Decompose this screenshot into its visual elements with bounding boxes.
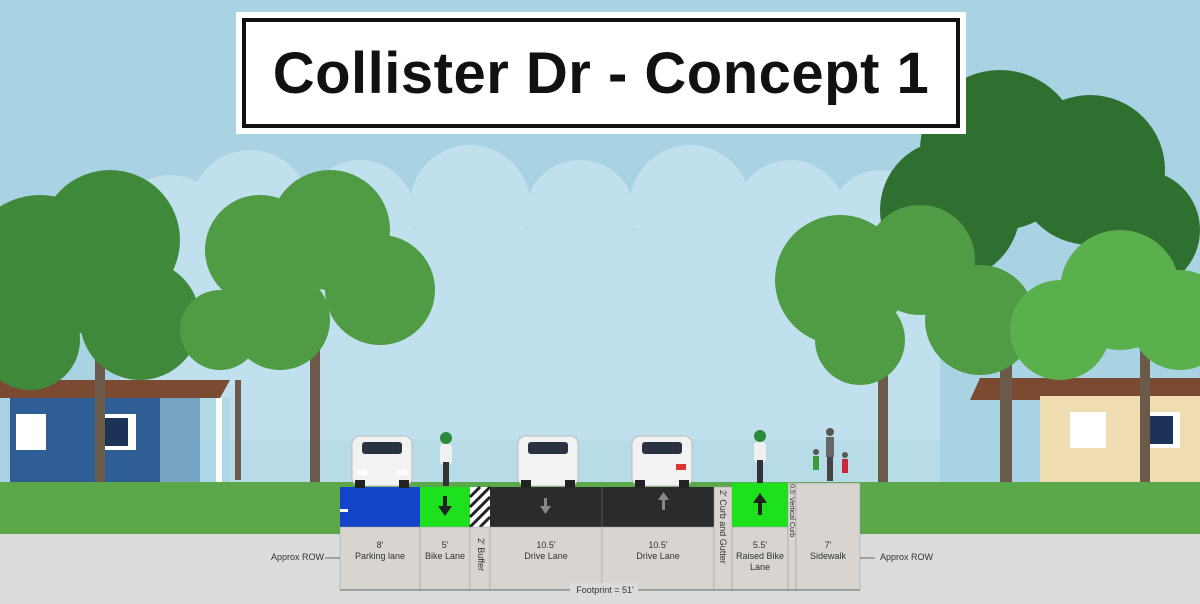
up-arrow-icon — [658, 492, 669, 510]
down-arrow-icon — [540, 498, 551, 514]
trees — [0, 70, 1200, 485]
car-icon — [631, 435, 693, 488]
cyclist-icon — [440, 432, 452, 486]
pedestrian-icon — [813, 428, 848, 481]
segment-label-curb-gutter: 2' Curb and Gutter — [718, 490, 728, 564]
car-icon — [517, 435, 579, 488]
segment-label-vertical-curb: 0.5' Vertical Curb — [788, 484, 795, 538]
diagram-title: Collister Dr - Concept 1 — [272, 40, 930, 106]
segment-drive-lane-2 — [602, 487, 714, 527]
segment-parking-lane — [340, 487, 420, 527]
row-label-right: Approx ROW — [880, 552, 934, 562]
segment-sidewalk — [795, 482, 861, 591]
car-icon — [351, 435, 413, 488]
segment-label-buffer: 2' Buffer — [476, 538, 486, 572]
up-arrow-icon — [753, 493, 767, 515]
segment-label-drive-lane-1: 10.5'Drive Lane — [524, 540, 568, 561]
segment-label-parking-lane: 8'Parking lane — [354, 540, 406, 561]
cyclist-icon — [754, 430, 766, 483]
footprint-label: Footprint = 51' — [576, 585, 634, 595]
segment-label-sidewalk: 7'Sidewalk — [809, 540, 847, 561]
title-box: Collister Dr - Concept 1 — [236, 12, 966, 134]
segment-label-bike-lane: 5'Bike Lane — [424, 540, 466, 561]
cross-section — [325, 482, 875, 597]
segment-label-raised-bike-lane: 5.5'Raised Bike Lane — [735, 540, 785, 572]
segment-label-drive-lane-2: 10.5'Drive Lane — [636, 540, 680, 561]
down-arrow-icon — [438, 496, 452, 516]
row-label-left: Approx ROW — [270, 552, 324, 562]
house-left — [0, 380, 230, 482]
